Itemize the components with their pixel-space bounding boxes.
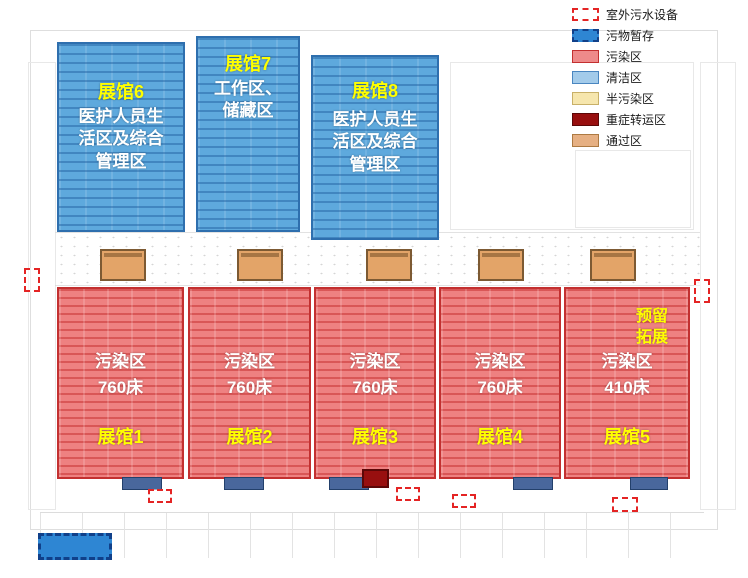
pass-zone-1 xyxy=(100,249,146,281)
hall-6-desc: 医护人员生活区及综合管理区 xyxy=(78,107,164,171)
pass-zone-4 xyxy=(478,249,524,281)
sewage-equipment-right xyxy=(694,279,710,303)
vestibule-4 xyxy=(513,477,553,490)
waste-storage-area xyxy=(38,533,112,560)
legend-item-semi: 半污染区 xyxy=(572,92,742,106)
legend-label: 室外污水设备 xyxy=(606,8,679,22)
legend-item-waste: 污物暂存 xyxy=(572,29,742,43)
hall-4-zone: 污染区 xyxy=(474,352,526,371)
pass-zone-2 xyxy=(237,249,283,281)
sewage-equipment-bottom-1 xyxy=(148,489,172,503)
waste-swatch-icon xyxy=(572,29,599,42)
hall-7: 展馆7 工作区、储藏区 xyxy=(196,36,300,232)
hall-1: 污染区 760床 展馆1 xyxy=(57,287,184,479)
bg-topright-inner xyxy=(575,150,691,228)
hall-2-name: 展馆2 xyxy=(226,427,273,447)
severe-transfer-swatch-icon xyxy=(572,113,599,126)
pass-zone-5 xyxy=(590,249,636,281)
legend-item-dirty: 污染区 xyxy=(572,50,742,64)
hall-4-name: 展馆4 xyxy=(476,427,523,447)
legend-item-severe: 重症转运区 xyxy=(572,113,742,127)
legend-label: 通过区 xyxy=(606,134,643,148)
legend-label: 半污染区 xyxy=(606,92,655,106)
vestibule-2 xyxy=(224,477,264,490)
hall-1-zone: 污染区 xyxy=(95,352,146,371)
hall-1-name: 展馆1 xyxy=(97,427,144,447)
sewage-swatch-icon xyxy=(572,8,599,21)
legend-item-clean: 清洁区 xyxy=(572,71,742,85)
legend: 室外污水设备 污物暂存 污染区 清洁区 半污染区 重症转运区 通过区 xyxy=(572,8,742,155)
legend-label: 污物暂存 xyxy=(606,29,655,43)
pass-zone-swatch-icon xyxy=(572,134,599,147)
hall-3-name: 展馆3 xyxy=(351,427,398,447)
hall-8-desc: 医护人员生活区及综合管理区 xyxy=(332,110,418,174)
hall-5: 预留拓展 污染区 410床 展馆5 xyxy=(564,287,690,479)
hall-5-reserved-note: 预留拓展 xyxy=(635,308,668,346)
hall-4-beds: 760床 xyxy=(477,378,523,397)
hall-8-name: 展馆8 xyxy=(351,81,398,101)
vestibule-1 xyxy=(122,477,162,490)
clean-swatch-icon xyxy=(572,71,599,84)
hall-5-name: 展馆5 xyxy=(603,427,650,447)
bg-bottom-road xyxy=(40,512,704,558)
hall-7-desc: 工作区、储藏区 xyxy=(214,79,282,121)
hall-5-zone: 污染区 xyxy=(601,352,653,371)
legend-item-sewage: 室外污水设备 xyxy=(572,8,742,22)
hall-3-zone: 污染区 xyxy=(349,352,401,371)
sewage-equipment-bottom-4 xyxy=(612,497,638,512)
legend-label: 污染区 xyxy=(606,50,643,64)
legend-label: 清洁区 xyxy=(606,71,643,85)
hall-2: 污染区 760床 展馆2 xyxy=(188,287,311,479)
vestibule-5 xyxy=(630,477,668,490)
hall-3-beds: 760床 xyxy=(352,378,398,397)
hall-2-beds: 760床 xyxy=(226,378,273,397)
hall-5-beds: 410床 xyxy=(604,378,650,397)
hall-3: 污染区 760床 展馆3 xyxy=(314,287,436,479)
sewage-equipment-bottom-3 xyxy=(452,494,476,508)
contaminated-swatch-icon xyxy=(572,50,599,63)
hall-8: 展馆8 医护人员生活区及综合管理区 xyxy=(311,55,439,240)
hall-4: 污染区 760床 展馆4 xyxy=(439,287,561,479)
hall-6: 展馆6 医护人员生活区及综合管理区 xyxy=(57,42,185,232)
legend-item-pass: 通过区 xyxy=(572,134,742,148)
sewage-equipment-left xyxy=(24,268,40,292)
legend-label: 重症转运区 xyxy=(606,113,667,127)
severe-transfer-zone xyxy=(362,469,389,488)
pass-zone-3 xyxy=(366,249,412,281)
semi-contaminated-swatch-icon xyxy=(572,92,599,105)
hall-1-beds: 760床 xyxy=(97,378,144,397)
hall-2-zone: 污染区 xyxy=(224,352,275,371)
hall-6-name: 展馆6 xyxy=(97,82,144,102)
hall-7-name: 展馆7 xyxy=(224,54,271,74)
sewage-equipment-bottom-2 xyxy=(396,487,420,501)
